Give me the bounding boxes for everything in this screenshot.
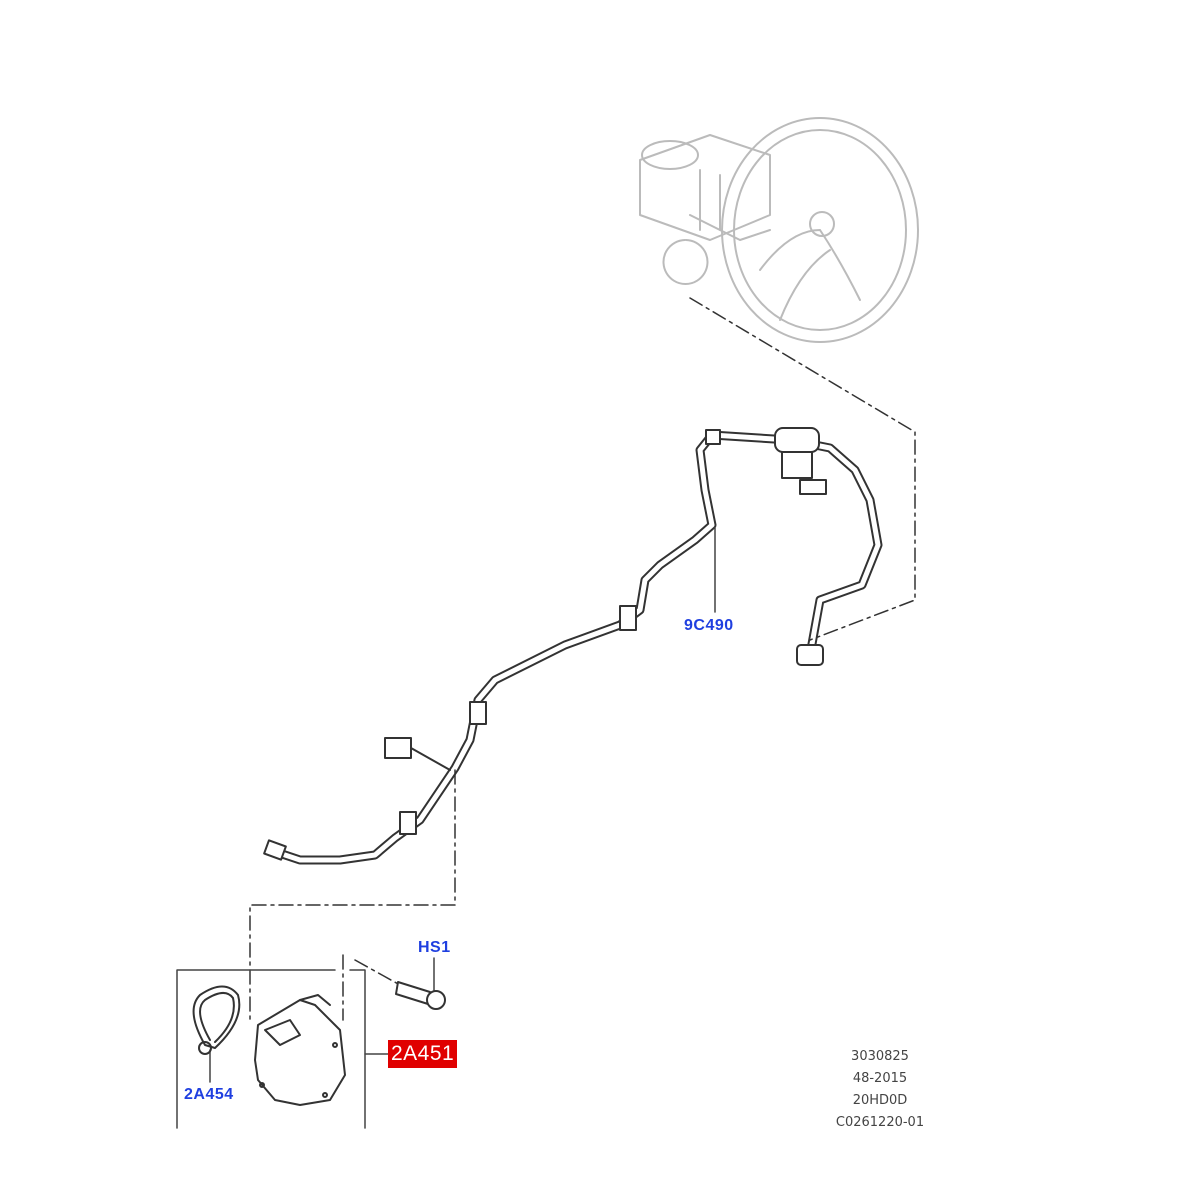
callout-bolt[interactable]: HS1 bbox=[418, 939, 451, 956]
seal-ring bbox=[192, 985, 241, 1055]
diagram-reference-info: 3030825 48-2015 20HD0D C0261220-01 bbox=[810, 1046, 950, 1134]
hose-fittings bbox=[263, 427, 827, 861]
brake-booster bbox=[639, 117, 919, 343]
callout-pump-highlighted[interactable]: 2A451 bbox=[388, 1040, 458, 1068]
bolt bbox=[395, 981, 446, 1010]
assembly-lines bbox=[249, 297, 916, 1021]
reference-line: C0261220-01 bbox=[835, 1115, 925, 1130]
vacuum-pump bbox=[254, 994, 346, 1106]
reference-line: 3030825 bbox=[851, 1049, 909, 1064]
callout-seal[interactable]: 2A454 bbox=[184, 1086, 234, 1103]
reference-line: 20HD0D bbox=[852, 1093, 908, 1108]
callout-hose[interactable]: 9C490 bbox=[684, 617, 734, 634]
reference-line: 48-2015 bbox=[852, 1071, 908, 1086]
vacuum-hose bbox=[265, 430, 883, 865]
